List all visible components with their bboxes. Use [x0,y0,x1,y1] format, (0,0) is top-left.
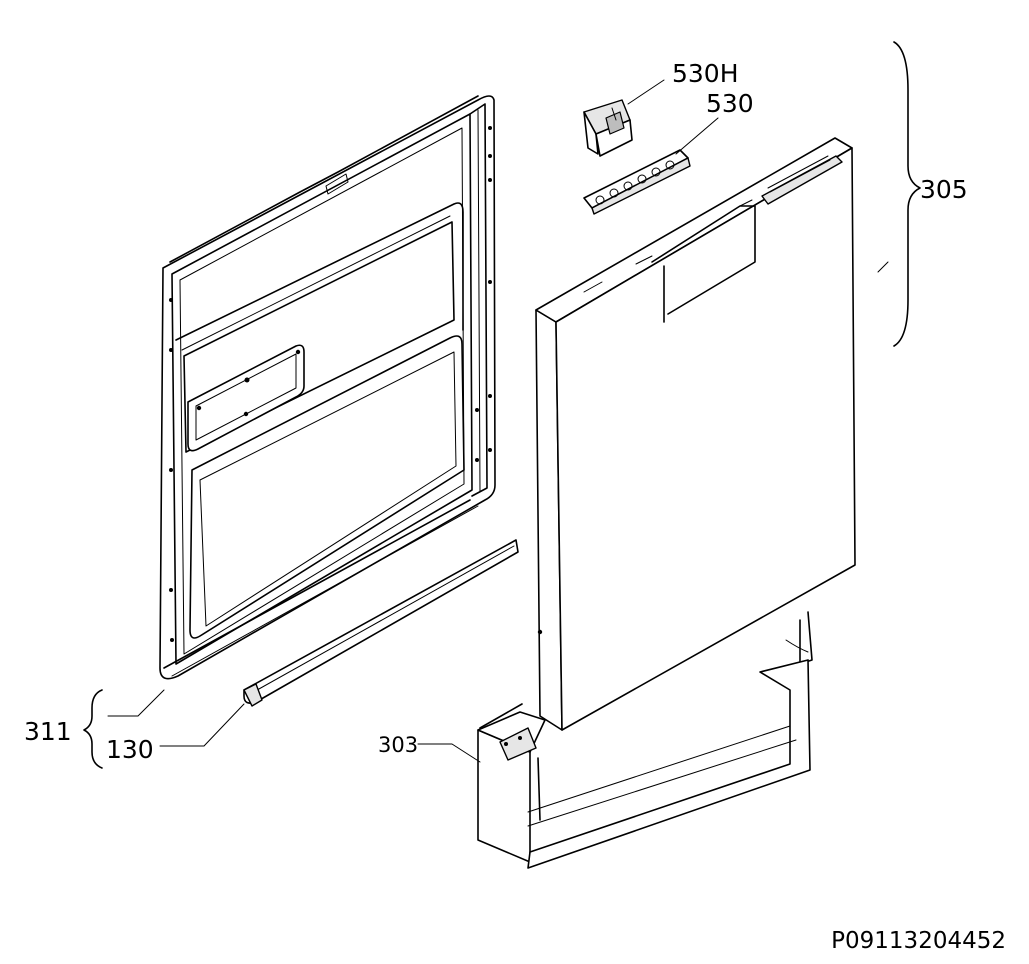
label-303: 303 [378,733,418,757]
outer-door-panel [535,137,856,731]
plinth-kick-panel [477,659,811,869]
leader-lines [107,79,889,763]
brace-305 [893,41,921,347]
label-311: 311 [24,717,72,746]
label-530H: 530H [672,59,739,88]
inner-door-panel [159,95,496,680]
drawing-number: P09113204452 [831,928,1006,954]
label-130: 130 [106,735,154,764]
hinge-clip-530H [583,99,633,157]
label-305: 305 [920,175,968,204]
door-seal-strip [243,539,519,707]
label-530: 530 [706,89,754,118]
brace-311 [83,689,103,769]
control-bar-530 [583,149,691,215]
